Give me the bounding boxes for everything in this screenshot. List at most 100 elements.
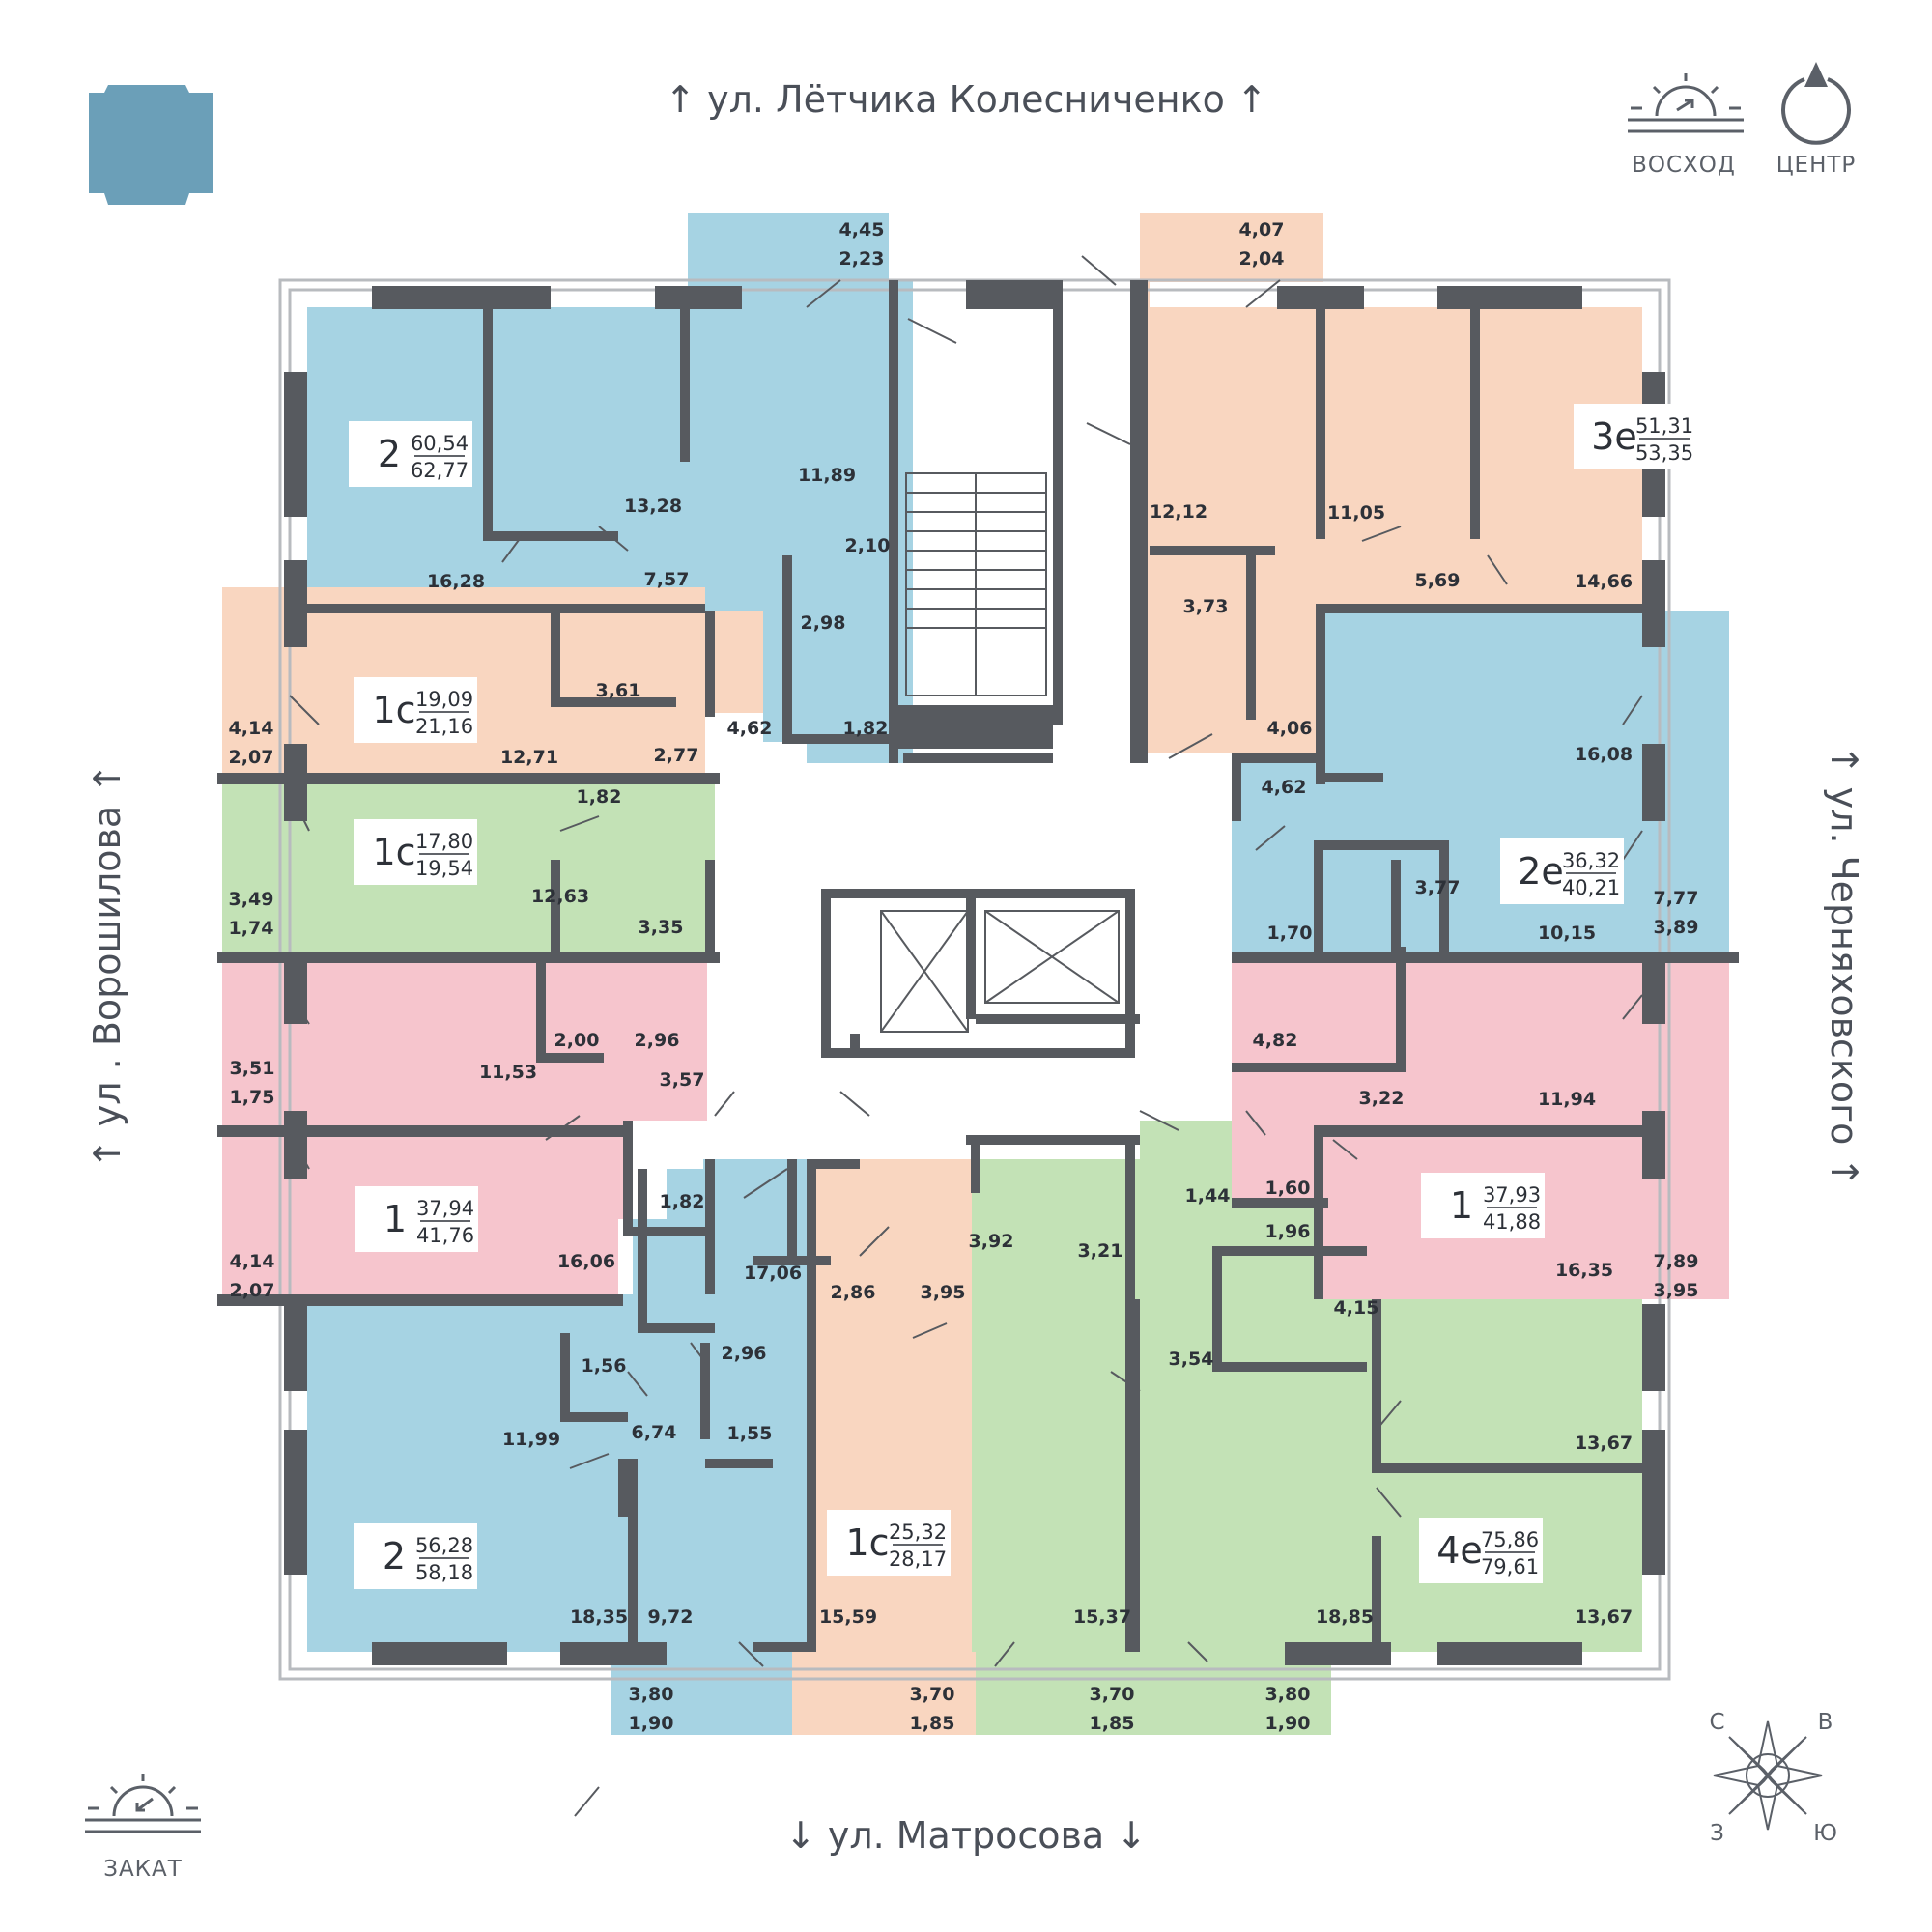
room-area: 15,37 <box>1073 1606 1131 1628</box>
street-north: ↑ ул. Лётчика Колесниченко ↑ <box>665 78 1267 121</box>
unit-living-area: 60,54 <box>411 432 469 455</box>
room-area: 3,70 <box>1090 1684 1135 1705</box>
unit-label-box <box>1500 838 1624 904</box>
unit-label-box <box>354 677 477 743</box>
unit-area-3e-ne <box>1138 280 1642 763</box>
unit-type: 2 <box>378 433 401 475</box>
building-logo <box>89 85 213 205</box>
room-area: 3,35 <box>639 917 684 938</box>
room-area: 11,05 <box>1327 502 1385 524</box>
room-area: 7,77 <box>1654 888 1699 909</box>
room-area: 16,08 <box>1575 744 1633 765</box>
room-area: 7,57 <box>644 569 690 590</box>
unit-label-box <box>349 421 472 487</box>
room-area: 15,59 <box>819 1606 877 1628</box>
room-area: 1,74 <box>229 918 274 939</box>
door-swings <box>289 255 1643 1817</box>
unit-type: 2 <box>383 1535 406 1577</box>
unit-living-area: 19,09 <box>415 688 473 711</box>
room-area: 3,57 <box>660 1069 705 1091</box>
room-area: 1,75 <box>230 1087 275 1108</box>
unit-living-area: 36,32 <box>1562 849 1620 872</box>
room-area: 13,67 <box>1575 1606 1633 1628</box>
compass-w: З <box>1710 1821 1725 1846</box>
compass-e: В <box>1818 1710 1834 1735</box>
room-area: 11,94 <box>1538 1089 1596 1110</box>
room-area: 12,63 <box>531 886 589 907</box>
room-area: 1,96 <box>1265 1221 1311 1242</box>
room-area: 2,07 <box>230 1280 275 1301</box>
room-area: 1,82 <box>843 718 889 739</box>
balcony-s3 <box>1159 1652 1331 1735</box>
unit-living-area: 51,31 <box>1635 414 1693 438</box>
room-area: 16,28 <box>427 571 485 592</box>
room-area: 3,21 <box>1078 1240 1123 1262</box>
street-south: ↓ ул. Матросова ↓ <box>785 1814 1147 1857</box>
compass-rose-icon <box>1713 1720 1823 1831</box>
room-area: 4,07 <box>1239 219 1285 241</box>
area-labels: 4,45 2,23 4,07 2,04 11,89 2,10 2,98 13,2… <box>229 219 1699 1734</box>
balcony-ne <box>1140 213 1323 282</box>
room-area: 12,71 <box>500 747 558 768</box>
room-area: 5,69 <box>1415 570 1461 591</box>
room-area: 1,90 <box>629 1713 674 1734</box>
room-area: 1,82 <box>577 786 622 808</box>
room-area: 2,96 <box>722 1343 767 1364</box>
room-area: 2,04 <box>1239 248 1285 270</box>
unit-area-1c-s <box>810 1159 972 1652</box>
room-area: 1,90 <box>1265 1713 1311 1734</box>
room-area: 13,28 <box>624 496 682 517</box>
unit-label-box <box>354 1523 477 1589</box>
room-area: 4,62 <box>727 718 773 739</box>
unit-label-box <box>827 1510 951 1576</box>
room-area: 3,95 <box>921 1282 966 1303</box>
room-area: 3,89 <box>1654 917 1699 938</box>
room-area: 2,10 <box>845 535 891 556</box>
room-area: 18,35 <box>570 1606 628 1628</box>
unit-type: 1 <box>384 1198 407 1240</box>
room-area: 2,23 <box>839 248 885 270</box>
compass-s: Ю <box>1813 1821 1838 1846</box>
unit-type: 1 <box>1450 1184 1473 1227</box>
balcony-s2 <box>976 1652 1159 1735</box>
sunset-label: ЗАКАТ <box>103 1857 183 1882</box>
room-area: 3,22 <box>1359 1088 1405 1109</box>
unit-total-area: 79,61 <box>1481 1555 1539 1578</box>
room-area: 17,06 <box>744 1263 802 1284</box>
unit-type: 1с <box>845 1521 889 1564</box>
room-area: 3,70 <box>910 1684 955 1705</box>
unit-living-area: 37,94 <box>416 1197 474 1220</box>
unit-total-area: 41,88 <box>1483 1210 1541 1234</box>
sunrise-label: ВОСХОД <box>1632 153 1736 178</box>
room-area: 3,92 <box>969 1231 1014 1252</box>
room-area: 3,80 <box>1265 1684 1311 1705</box>
street-east: ↑ ул. Черняховского ↑ <box>1823 745 1865 1187</box>
unit-label-box <box>354 819 477 885</box>
room-area: 16,06 <box>557 1251 615 1272</box>
unit-type: 3е <box>1591 415 1637 458</box>
street-west: ↑ ул . Ворошилова ↑ <box>86 763 128 1169</box>
room-area: 6,74 <box>632 1422 677 1443</box>
compass-n: С <box>1709 1710 1725 1735</box>
room-area: 3,77 <box>1415 877 1461 898</box>
room-area: 18,85 <box>1316 1606 1374 1628</box>
unit-type: 4е <box>1436 1529 1483 1572</box>
room-area: 1,55 <box>727 1423 773 1444</box>
room-area: 7,89 <box>1654 1251 1699 1272</box>
unit-label-box <box>1419 1518 1543 1583</box>
room-area: 1,56 <box>582 1355 627 1377</box>
center-icon <box>1781 62 1851 145</box>
unit-type: 1с <box>372 831 415 873</box>
room-area: 4,82 <box>1253 1030 1298 1051</box>
room-area: 3,73 <box>1183 596 1229 617</box>
unit-living-area: 25,32 <box>889 1520 947 1544</box>
